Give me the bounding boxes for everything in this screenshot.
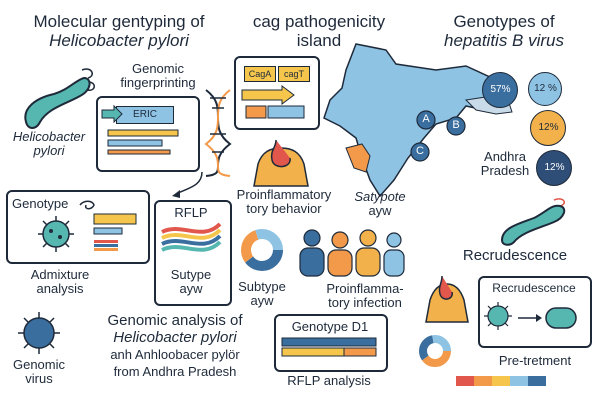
genomic-virus-1: Genomic xyxy=(12,357,66,372)
andhra-2: Pradesh xyxy=(480,163,530,178)
genomic-analysis-4: from Andhra Pradesh xyxy=(113,364,237,379)
title-cag-line1: cag pathogenicity xyxy=(252,12,386,31)
satypote-1: Satypote xyxy=(354,189,406,204)
proinfl-behavior-1: Proinflammatory xyxy=(236,187,332,202)
genomic-analysis-2: Helicobacter pylori xyxy=(113,329,237,346)
cagT-tag: cagT xyxy=(278,66,310,82)
genomic-analysis-1: Genomic analysis of xyxy=(107,312,243,329)
rflp-panel xyxy=(154,200,232,306)
sutype-1: Sutype xyxy=(170,267,212,282)
title-hbv-line1: Genotypes of xyxy=(453,12,555,31)
title-hbv-line2: hepatitis B virus xyxy=(444,31,564,50)
proinfl-behavior-2: tory behavior xyxy=(246,201,322,216)
title-cag-line2: island xyxy=(296,31,342,50)
percent-circle-4 xyxy=(536,150,572,186)
rflp-label: RFLP xyxy=(174,205,208,220)
title-molecular-line2: Helicobacter pylori xyxy=(49,31,189,50)
percent-circle-1-label: 57% xyxy=(490,84,511,95)
percent-circle-3-label: 12% xyxy=(538,122,559,133)
recrudescence-box-label: Recrudescence xyxy=(492,281,576,295)
eric-arrows xyxy=(101,104,179,155)
bacterium-icon-right xyxy=(500,198,566,246)
virus-icon-bottom xyxy=(18,312,60,354)
virus-icon xyxy=(38,216,74,252)
recrudescence-graphic xyxy=(484,302,577,330)
genotype-bars xyxy=(93,213,137,251)
people-icon xyxy=(299,229,405,277)
subtype-1: Subtype xyxy=(238,279,286,294)
percent-circle-1 xyxy=(482,72,518,108)
andhra-1: Andhra xyxy=(484,149,526,164)
percent-circle-3 xyxy=(530,110,566,146)
genotype-d1-bars xyxy=(281,337,377,357)
hp-label: Helicobacter pylori xyxy=(4,130,94,158)
percent-circle-4-label: 12% xyxy=(544,162,565,173)
satypote-label: Satypote ayw xyxy=(340,190,420,218)
admixture-2: analysis xyxy=(36,281,84,296)
genotype-panel xyxy=(6,190,150,264)
percent-circle-2-label: 12 % xyxy=(534,83,557,94)
admixture-1: Admixture xyxy=(30,267,90,282)
proinfl-behavior-label: Proinflammatory tory behavior xyxy=(228,188,340,216)
subtype-2: ayw xyxy=(250,293,274,308)
admixture-label: Admixture analysis xyxy=(10,268,110,296)
eric-banner: ERIC xyxy=(116,106,174,124)
title-molecular-line1: Molecular gentyping of xyxy=(33,12,205,31)
donut-chart-icon-right xyxy=(419,335,451,367)
cag-gene-arrows xyxy=(241,85,305,119)
proinfl-infection-1: Proinflamma- xyxy=(326,281,404,296)
genomic-fingerprinting-label: Genomic fingerprinting xyxy=(98,62,218,90)
subtype-label: Subtype ayw xyxy=(232,280,292,308)
stomach-icon-right xyxy=(425,275,469,323)
india-map-icon xyxy=(323,43,513,198)
genomic-analysis-3: anh Anhloobacer pylör xyxy=(110,347,240,362)
hp-label-2: pylori xyxy=(33,143,65,158)
genotype-d1-label: Genotype D1 xyxy=(291,319,369,334)
arrow-icon xyxy=(172,171,203,198)
genomic-fingerprinting-1: Genomic xyxy=(131,61,185,76)
title-hbv-genotypes: Genotypes of hepatitis B virus xyxy=(414,12,594,50)
sutype-label: Sutype ayw xyxy=(154,268,228,296)
percent-circle-2 xyxy=(528,72,562,106)
sutype-2: ayw xyxy=(179,281,203,296)
proinfl-infection-label: Proinflamma- tory infection xyxy=(310,282,420,310)
genotype-loop-icon xyxy=(79,200,95,210)
title-molecular-genotyping: Molecular gentyping of Helicobacter pylo… xyxy=(2,12,236,50)
rflp-ribbon xyxy=(161,222,222,252)
genomic-fingerprinting-2: fingerprinting xyxy=(120,75,196,90)
genomic-analysis-title: Genomic analysis of Helicobacter pylori … xyxy=(80,312,270,380)
dna-icon xyxy=(204,89,232,177)
hp-label-1: Helicobacter xyxy=(12,129,86,144)
stomach-icon xyxy=(253,139,309,187)
bacterium-icon xyxy=(24,68,95,129)
title-cag-island: cag pathogenicity island xyxy=(244,12,394,50)
recrudescence-title: Recrudescence xyxy=(462,247,568,264)
genotype-label: Genotype xyxy=(12,196,69,211)
pretreatment-label: Pre-tretment xyxy=(498,353,572,368)
cagA-tag: CagA xyxy=(244,66,276,82)
satypote-2: ayw xyxy=(368,203,392,218)
color-scale-bar xyxy=(456,376,546,386)
map-marker-c: C xyxy=(416,145,424,157)
genomic-virus-label: Genomic virus xyxy=(4,358,74,386)
map-marker-b: B xyxy=(452,119,460,131)
donut-chart-icon xyxy=(241,229,283,271)
rflp-analysis-label: RFLP analysis xyxy=(287,373,371,388)
proinfl-infection-2: tory infection xyxy=(328,295,402,310)
map-marker-a: A xyxy=(422,113,430,125)
andhra-label: Andhra Pradesh xyxy=(470,150,540,178)
genomic-virus-2: virus xyxy=(25,371,53,386)
